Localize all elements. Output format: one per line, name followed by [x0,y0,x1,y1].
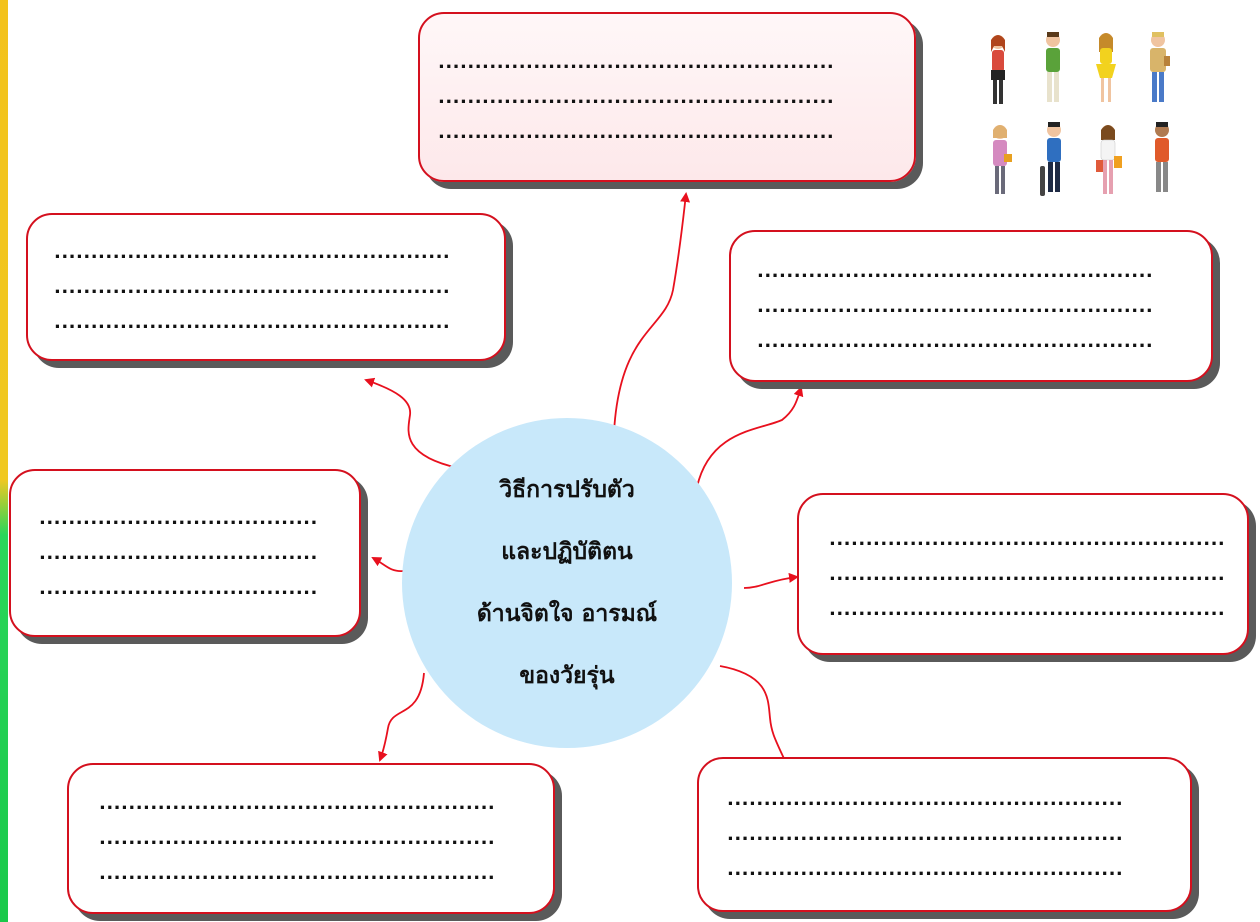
arrow-right [743,572,799,589]
answer-box-lower-right[interactable]: ........................................… [697,757,1192,912]
arrow-upper-left [364,377,459,469]
center-title-line: ของวัยรุ่น [519,662,615,689]
center-topic-circle: วิธีการปรับตัว และปฏิบัติตน ด้านจิตใจ อา… [402,418,732,748]
answer-line: ........................................… [757,260,1154,282]
answer-line: ........................................… [99,793,496,814]
answer-line: ...................................... [39,507,318,529]
teen-figure [1155,122,1169,192]
answer-line: ........................................… [54,311,451,333]
teen-figure [991,35,1005,104]
answer-line: ........................................… [99,828,496,849]
answer-line: ........................................… [438,121,835,143]
answer-line: ........................................… [438,86,835,108]
page-edge-strip [0,0,8,922]
teenagers-group-icon [991,32,1170,196]
teen-figure [993,125,1012,194]
teen-figure [1046,32,1060,102]
answer-line: ........................................… [727,859,1124,880]
answer-line: ...................................... [39,577,318,599]
answer-line: ...................................... [39,542,318,564]
center-title-line: วิธีการปรับตัว [499,476,635,503]
teen-figure [1150,32,1170,102]
teen-figure [1096,33,1116,102]
answer-line: ........................................… [54,241,451,263]
teen-figure [1040,122,1061,196]
answer-box-upper-left[interactable]: ........................................… [26,213,506,361]
arrow-upper-right [696,386,804,488]
arrow-top [613,192,691,433]
center-title-line: และปฏิบัติตน [501,538,633,565]
arrow-left [371,557,404,572]
answer-line: ........................................… [757,330,1154,352]
center-title-line: ด้านจิตใจ อารมณ์ [476,600,658,627]
answer-box-right[interactable]: ........................................… [797,493,1249,655]
answer-line: ........................................… [829,563,1226,585]
answer-line: ........................................… [829,598,1226,620]
answer-line: ........................................… [438,51,835,73]
answer-line: ........................................… [54,276,451,298]
answer-box-upper-right[interactable]: ........................................… [729,230,1213,382]
answer-line: ........................................… [727,824,1124,845]
arrow-lower-left [378,672,425,762]
teen-figure [1096,125,1122,194]
answer-line: ........................................… [757,295,1154,317]
answer-box-left[interactable]: ...................................... .… [9,469,361,637]
answer-line: ........................................… [727,789,1124,810]
answer-line: ........................................… [829,528,1226,550]
answer-box-lower-left[interactable]: ........................................… [67,763,555,914]
answer-line: ........................................… [99,863,496,884]
answer-box-top[interactable]: ........................................… [418,12,916,182]
